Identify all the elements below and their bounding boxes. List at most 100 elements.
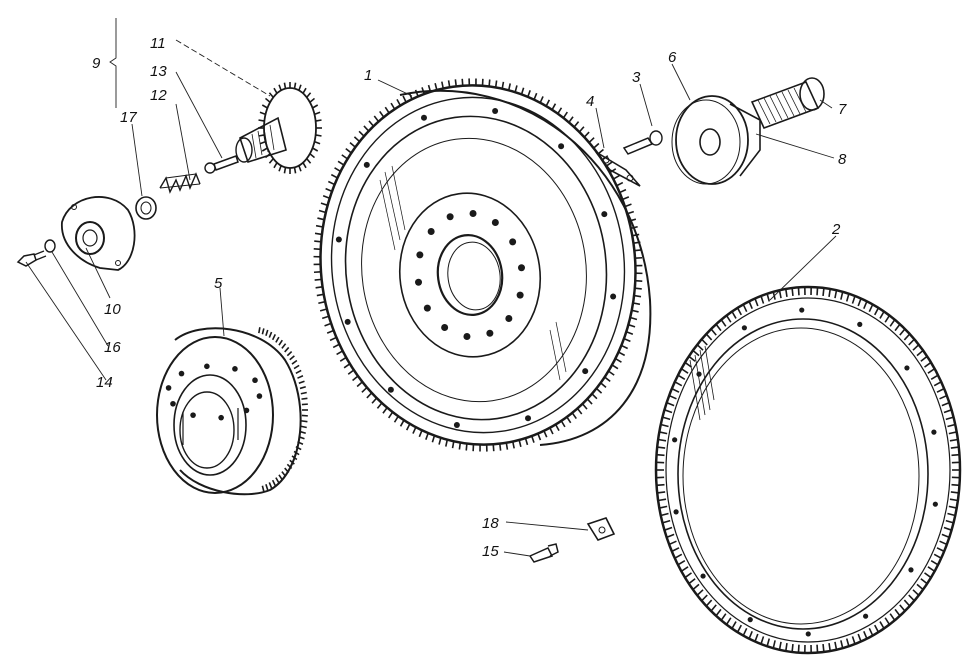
bolt-hole xyxy=(932,501,938,507)
gear-tooth xyxy=(533,92,538,101)
bolt-hole xyxy=(243,407,250,414)
gear-tooth xyxy=(884,315,891,323)
gear-tooth xyxy=(465,443,468,451)
bolt-hole xyxy=(509,238,517,246)
gear-tooth xyxy=(451,441,455,449)
gear-tooth xyxy=(754,298,759,307)
gear-tooth xyxy=(785,288,788,297)
gear-tooth xyxy=(312,147,319,152)
gear-tooth xyxy=(916,349,924,357)
bolt-hole xyxy=(363,161,370,168)
gear-tooth xyxy=(316,293,324,297)
callout-6: 6 xyxy=(668,49,677,66)
bolt-hole xyxy=(696,371,702,377)
drive-shaft-7-part xyxy=(750,77,825,130)
gear-tooth xyxy=(614,357,622,363)
gear-tooth xyxy=(284,346,290,353)
gear-tooth xyxy=(319,308,328,312)
gear-tooth xyxy=(924,361,932,368)
callout-2: 2 xyxy=(831,221,841,238)
gear-tooth xyxy=(545,99,551,107)
gear-tooth xyxy=(353,136,361,143)
gear-tooth xyxy=(295,446,302,451)
gear-tooth xyxy=(696,344,704,351)
bolt-3-part xyxy=(622,130,663,155)
gear-tooth xyxy=(315,224,324,228)
gear-tooth xyxy=(518,439,522,447)
callout-3: 3 xyxy=(632,69,641,86)
gear-tooth xyxy=(268,92,274,98)
gear-tooth xyxy=(281,343,287,349)
gear-tooth xyxy=(840,291,844,300)
gear-tooth xyxy=(329,336,337,342)
gear-tooth xyxy=(343,363,351,369)
gear-tooth xyxy=(705,333,713,341)
gear-tooth xyxy=(791,643,794,653)
gear-tooth xyxy=(680,368,689,374)
gear-tooth xyxy=(275,336,280,343)
leader-lines xyxy=(25,39,837,557)
gear-tooth xyxy=(298,380,305,385)
gear-tooth xyxy=(630,225,638,230)
gear-tooth xyxy=(418,429,423,438)
gear-tooth xyxy=(668,394,677,400)
gear-tooth xyxy=(562,111,568,119)
gear-tooth xyxy=(701,594,708,602)
gear-tooth xyxy=(382,407,388,414)
bolt-hole xyxy=(427,228,435,236)
gear-tooth xyxy=(692,583,700,591)
gear-tooth xyxy=(828,643,831,652)
gear-tooth xyxy=(947,423,956,428)
gear-tooth xyxy=(447,80,451,88)
gear-tooth xyxy=(927,368,936,374)
gear-tooth xyxy=(851,295,856,304)
gear-tooth xyxy=(611,364,619,370)
gear-tooth xyxy=(660,423,669,428)
gear-tooth xyxy=(337,160,345,166)
gear-tooth xyxy=(840,640,844,649)
bolt-hole xyxy=(799,307,805,313)
gear-tooth xyxy=(402,95,407,103)
gear-tooth xyxy=(797,644,800,653)
gear-tooth xyxy=(458,442,462,450)
gear-tooth xyxy=(634,287,642,290)
gear-tooth xyxy=(834,290,838,299)
gear-tooth xyxy=(583,131,590,138)
gear-tooth xyxy=(445,439,449,447)
bolt-15-part xyxy=(528,543,559,563)
gear-tooth xyxy=(945,416,954,421)
gear-tooth xyxy=(626,330,634,335)
bolt-hole xyxy=(700,573,706,579)
gear-tooth xyxy=(261,147,268,152)
gear-tooth xyxy=(514,85,518,93)
spring-part xyxy=(159,172,201,194)
gear-tooth xyxy=(356,381,363,388)
gear-tooth xyxy=(376,402,383,409)
gear-tooth xyxy=(736,307,742,316)
gear-tooth xyxy=(314,232,323,236)
ring-gear-part xyxy=(654,285,962,655)
gear-tooth xyxy=(286,350,293,357)
bolt-hole xyxy=(582,368,589,375)
gear-tooth xyxy=(384,106,390,114)
gear-tooth xyxy=(326,329,334,334)
gear-tooth xyxy=(265,329,269,336)
callout-12: 12 xyxy=(150,87,167,104)
gear-tooth xyxy=(834,641,838,650)
gear-tooth xyxy=(616,181,624,187)
gear-tooth xyxy=(297,441,304,445)
gear-tooth xyxy=(507,83,511,91)
gear-tooth xyxy=(373,115,380,123)
gear-tooth xyxy=(264,97,271,103)
gear-tooth xyxy=(393,415,399,423)
gear-tooth xyxy=(608,370,615,376)
gear-tooth xyxy=(948,431,957,435)
gear-tooth xyxy=(949,498,959,502)
gear-tooth xyxy=(766,638,771,647)
gear-tooth xyxy=(388,411,394,419)
gear-tooth xyxy=(941,533,950,539)
gear-tooth xyxy=(390,102,396,110)
gear-tooth xyxy=(265,484,269,491)
gear-tooth xyxy=(341,154,348,160)
bolt-hole xyxy=(747,617,753,623)
